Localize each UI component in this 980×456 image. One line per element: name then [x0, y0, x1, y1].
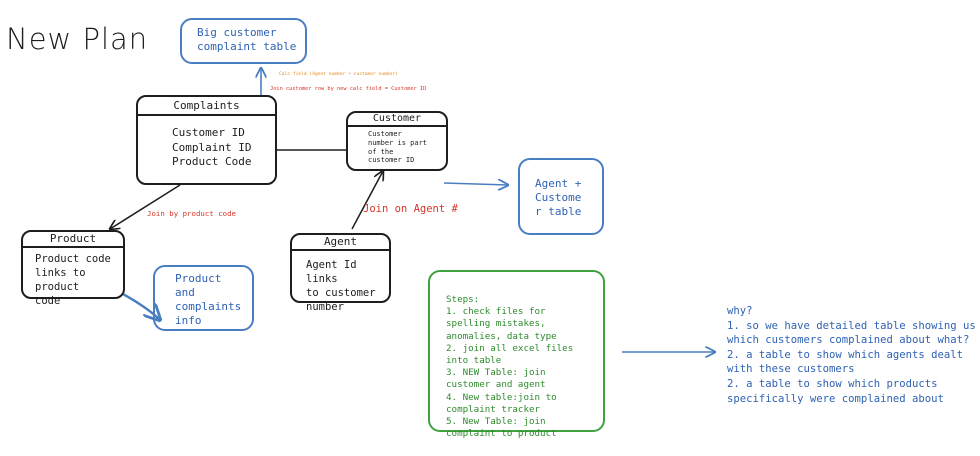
- step-item: 1. check files for spelling mistakes, an…: [446, 306, 557, 342]
- entity-agent-fields: Agent Id links to customer number: [306, 259, 376, 313]
- entity-complaints-fields: Customer ID Complaint ID Product Code: [172, 126, 252, 168]
- arrow-complaints-to-product: [110, 184, 181, 229]
- annotation-join-agent: Join on Agent #: [363, 203, 458, 215]
- product-complaints-info: Product and complaints info: [153, 265, 254, 331]
- annotation-join-customer: Join customer row by new calc field = Cu…: [270, 86, 427, 92]
- arrow-to-agent-customer-table: [443, 183, 508, 185]
- entity-product-fields: Product code links to product code: [35, 253, 111, 307]
- step-item: 4. New table:join to complaint tracker: [446, 391, 557, 415]
- entity-customer: Customer Customer number is part of the …: [346, 111, 448, 171]
- entity-customer-header: Customer: [348, 113, 446, 127]
- steps-heading: Steps:: [446, 294, 480, 305]
- why-notes: why? 1. so we have detailed table showin…: [727, 305, 976, 405]
- entity-product-header: Product: [23, 232, 123, 248]
- annotation-join-product: Join by product code: [147, 209, 236, 218]
- arrow-agent-to-customer: [351, 171, 383, 230]
- annotation-calc-field: Calc field (Agent number + customer numb…: [279, 72, 398, 77]
- agent-customer-table: Agent + Custome r table: [518, 158, 604, 235]
- step-item: 2. join all excel files into table: [446, 342, 574, 367]
- entity-agent: Agent Agent Id links to customer number: [290, 233, 391, 313]
- big-customer-complaint-table: Big customer complaint table: [180, 18, 307, 64]
- entity-complaints-header: Complaints: [138, 97, 275, 116]
- entity-complaints: Complaints Customer ID Complaint ID Prod…: [136, 95, 277, 185]
- steps-box: Steps: 1. check files for spelling mista…: [428, 270, 605, 439]
- step-item: 3. NEW Table: join customer and agent: [446, 367, 546, 391]
- page-title: New Plan: [6, 22, 149, 56]
- entity-customer-fields: Customer number is part of the customer …: [368, 130, 428, 165]
- entity-agent-header: Agent: [292, 235, 389, 251]
- step-item: 5. New Table: join complaint to product: [446, 416, 557, 440]
- entity-product: Product Product code links to product co…: [21, 230, 125, 307]
